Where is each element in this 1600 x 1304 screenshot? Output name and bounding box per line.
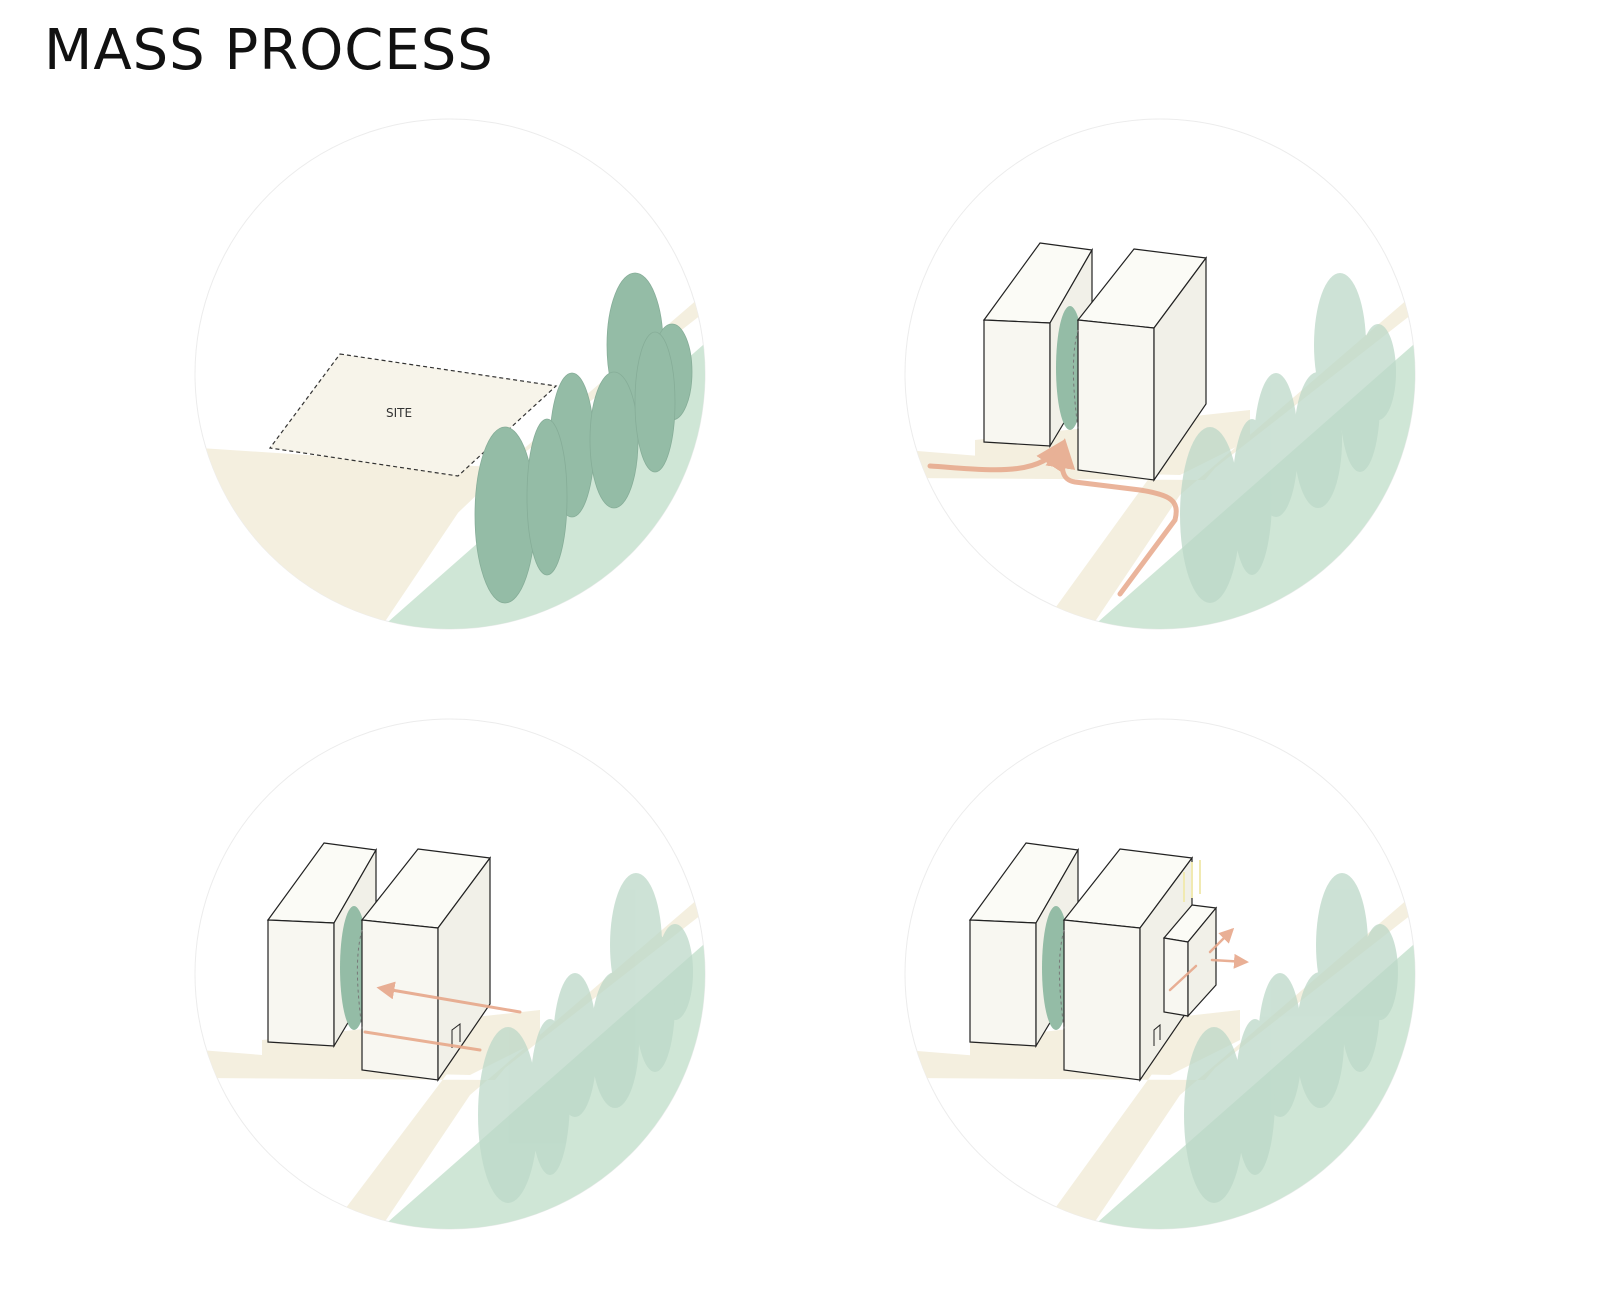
trees — [474, 272, 693, 604]
site-boundary — [268, 353, 558, 477]
page-title: MASS PROCESS — [44, 18, 494, 83]
faded-trees — [1180, 273, 1396, 603]
mass-right — [1072, 248, 1208, 482]
panel-4-environment — [904, 718, 1416, 1230]
side-volume — [1162, 904, 1218, 1018]
ventilation-arrows — [1168, 927, 1249, 992]
panel-3-view — [194, 718, 706, 1230]
courtyard-tree — [1042, 906, 1070, 1030]
faded-trees — [478, 873, 693, 1203]
view-arrows — [363, 981, 522, 1052]
courtyard-tree — [1056, 306, 1084, 430]
faded-trees — [1184, 873, 1398, 1203]
panel-2-split — [904, 118, 1416, 630]
courtyard-tree — [340, 906, 368, 1030]
sun-rays — [1183, 860, 1201, 902]
entry-flow-arrows — [927, 438, 1179, 597]
site-label: SITE — [386, 406, 412, 420]
panel-1-site: SITE — [194, 118, 706, 630]
